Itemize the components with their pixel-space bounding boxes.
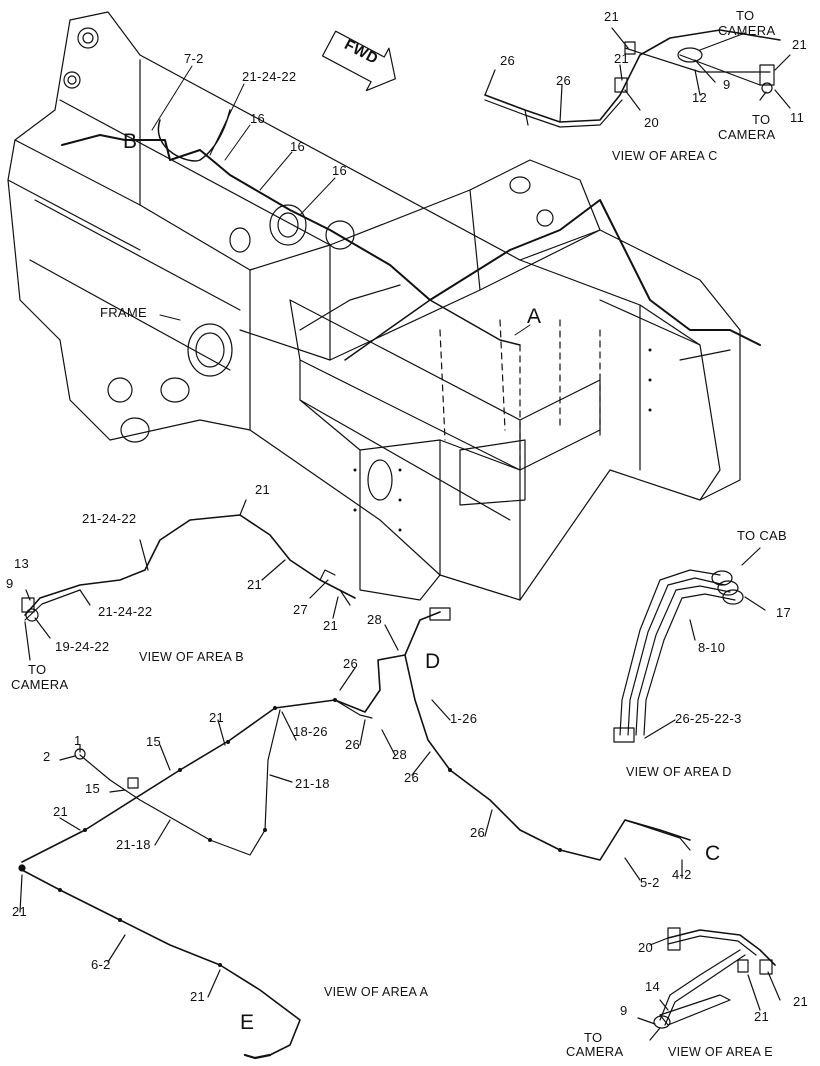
callout-7-2: 7-2 [184, 51, 204, 66]
area-e-label-20: 20 [638, 940, 654, 955]
area-b-to-camera-to: TO [28, 662, 47, 677]
area-c-label-21c: 21 [792, 37, 808, 52]
area-b-label-13: 13 [14, 556, 30, 571]
area-c-to-camera-1-to: TO [736, 8, 755, 23]
area-e-title: VIEW OF AREA E [668, 1045, 773, 1059]
area-c-title: VIEW OF AREA C [612, 149, 718, 163]
area-c-label-9: 9 [723, 77, 731, 92]
area-a-label-21-18b: 21-18 [116, 837, 151, 852]
area-c-label-26b: 26 [556, 73, 572, 88]
area-e-to-camera-camera: CAMERA [566, 1044, 624, 1059]
area-c-label-26a: 26 [500, 53, 516, 68]
area-b-label-9: 9 [6, 576, 14, 591]
area-d-to-cab: TO CAB [737, 528, 787, 543]
area-a-label-26c: 26 [404, 770, 420, 785]
area-letter-b: B [123, 130, 138, 153]
area-a-label-4-2: 4-2 [672, 867, 692, 882]
area-a-label-21b: 21 [53, 804, 69, 819]
area-b-label-27: 27 [293, 602, 309, 617]
area-a-label-26b: 26 [345, 737, 361, 752]
area-c-label-12: 12 [692, 90, 708, 105]
area-a-label-15b: 15 [85, 781, 101, 796]
area-a-label-21a: 21 [209, 710, 225, 725]
area-e-label-21a: 21 [754, 1009, 770, 1024]
area-c-to-camera-2-camera: CAMERA [718, 127, 776, 142]
area-a-drawing [18, 607, 691, 1060]
area-c-label-11: 11 [790, 110, 805, 125]
area-d-title: VIEW OF AREA D [626, 765, 732, 779]
area-d-label-17: 17 [776, 605, 792, 620]
area-a-label-18-26: 18-26 [293, 724, 328, 739]
area-letter-a: A [527, 305, 542, 328]
forward-arrow-outline [321, 30, 396, 92]
area-c-to-camera-1-camera: CAMERA [718, 23, 776, 38]
area-c-label-21b: 21 [614, 51, 630, 66]
area-b-label-21c: 21 [323, 618, 339, 633]
frame-label: FRAME [100, 305, 147, 320]
area-a-label-15a: 15 [146, 734, 162, 749]
area-a-label-5-2: 5-2 [640, 875, 660, 890]
area-a-label-26d: 26 [470, 825, 486, 840]
area-a-label-1-26: 1-26 [450, 711, 478, 726]
area-c-label-21a: 21 [604, 9, 620, 24]
fwd-label: FWD [341, 36, 381, 68]
area-a-title: VIEW OF AREA A [324, 985, 429, 999]
area-d-label-8-10: 8-10 [698, 640, 726, 655]
top-leader-lines [151, 65, 531, 336]
area-b-label-19-24-22: 19-24-22 [55, 639, 110, 654]
area-c-to-camera-2-to: TO [752, 112, 771, 127]
area-letter-d: D [425, 650, 441, 673]
area-b-label-21a: 21 [255, 482, 271, 497]
area-b-label-21b: 21 [247, 577, 263, 592]
area-a-label-21d: 21 [190, 989, 206, 1004]
area-a-label-26a: 26 [343, 656, 359, 671]
area-letter-c: C [705, 842, 721, 865]
callout-16-a: 16 [250, 111, 266, 126]
area-e-label-14: 14 [645, 979, 661, 994]
callout-16-b: 16 [290, 139, 306, 154]
callout-21-24-22: 21-24-22 [242, 69, 297, 84]
area-c-label-20: 20 [644, 115, 660, 130]
area-c-drawing [484, 27, 791, 128]
area-e-label-21b: 21 [793, 994, 809, 1009]
area-b-title: VIEW OF AREA B [139, 650, 244, 664]
area-a-label-28b: 28 [392, 747, 408, 762]
area-e-label-9: 9 [620, 1003, 628, 1018]
area-b-to-camera-camera: CAMERA [11, 677, 69, 692]
machine-frame-drawing [7, 11, 761, 601]
area-e-to-camera-to: TO [584, 1030, 603, 1045]
area-a-label-2: 2 [43, 749, 51, 764]
area-a-label-21-18a: 21-18 [295, 776, 330, 791]
area-a-label-1: 1 [74, 733, 82, 748]
area-b-label-21-24-22a: 21-24-22 [82, 511, 137, 526]
area-a-label-21c: 21 [12, 904, 28, 919]
area-d-drawing [613, 547, 766, 743]
area-a-label-28a: 28 [367, 612, 383, 627]
area-e-drawing [637, 927, 781, 1041]
area-a-label-6-2: 6-2 [91, 957, 111, 972]
area-letter-e: E [240, 1011, 255, 1034]
area-d-label-26-25-22-3: 26-25-22-3 [675, 711, 742, 726]
area-b-label-21-24-22b: 21-24-22 [98, 604, 153, 619]
area-b-drawing [21, 499, 356, 661]
callout-16-c: 16 [332, 163, 348, 178]
